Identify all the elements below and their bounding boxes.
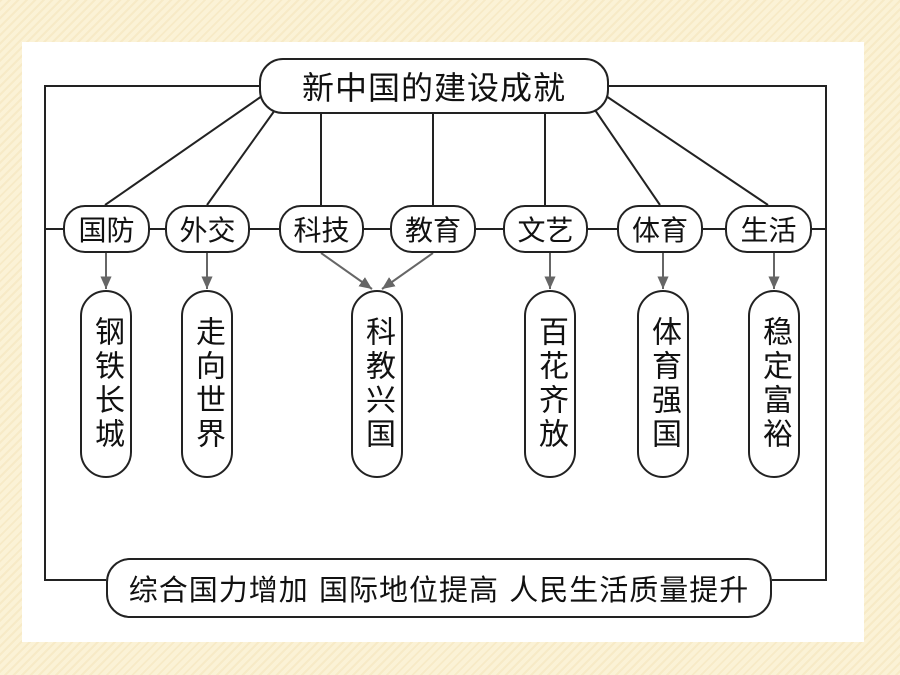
- achievement-zouxiang-shijie: 走向世界: [181, 290, 233, 478]
- category-keji: 科技: [279, 205, 364, 253]
- title-link-waijiao: [206, 109, 276, 206]
- diagram-title: 新中国的建设成就: [259, 58, 609, 114]
- category-tiyu: 体育: [617, 205, 703, 253]
- title-link-guofang: [104, 95, 263, 206]
- achievement-wending-fuyu: 稳定富裕: [748, 290, 800, 478]
- slide-canvas: [22, 42, 864, 642]
- arrow-keji: [320, 252, 373, 290]
- outer-frame-line: [44, 85, 259, 581]
- achievement-kejiao-xingguo: 科教兴国: [351, 290, 403, 478]
- title-link-tiyu: [594, 109, 661, 206]
- achievement-tiyu-qiangguo: 体育强国: [637, 290, 689, 478]
- category-wenyi: 文艺: [503, 205, 588, 253]
- category-jiaoyu: 教育: [390, 205, 476, 253]
- title-link-shenghuo: [605, 95, 769, 206]
- achievement-baihua-qifang: 百花齐放: [524, 290, 576, 478]
- category-shenghuo: 生活: [725, 205, 812, 253]
- category-waijiao: 外交: [165, 205, 250, 253]
- achievement-gangtie-changcheng: 钢铁长城: [80, 290, 132, 478]
- arrow-jiaoyu: [381, 252, 434, 290]
- category-guofang: 国防: [63, 205, 150, 253]
- outer-frame-line-right: [609, 85, 827, 581]
- summary-box: 综合国力增加 国际地位提高 人民生活质量提升: [106, 558, 772, 618]
